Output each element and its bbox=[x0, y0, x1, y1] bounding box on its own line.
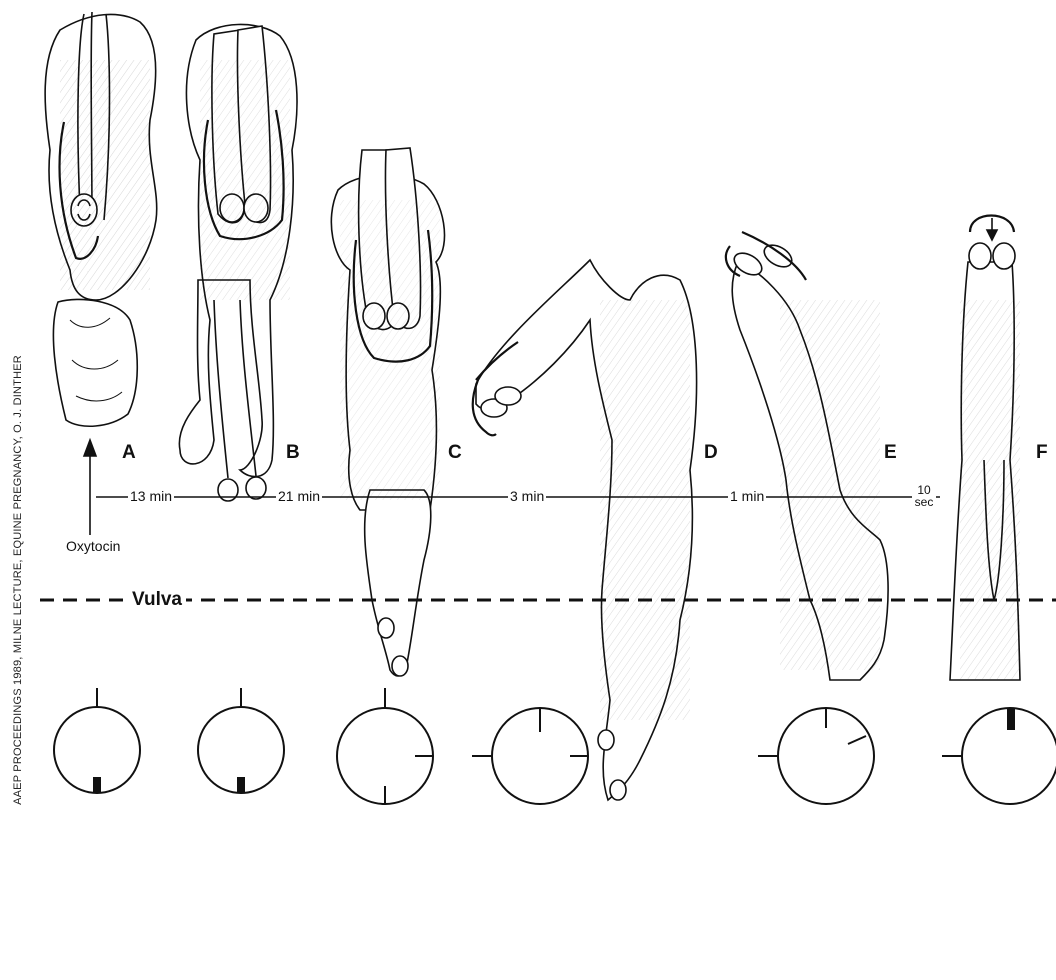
stage-label-f: F bbox=[1036, 442, 1048, 464]
interval-c-d: 3 min bbox=[508, 488, 546, 504]
diagram-drawing bbox=[0, 0, 1056, 812]
interval-a-b: 13 min bbox=[128, 488, 174, 504]
interval-e-f: 10 sec bbox=[912, 484, 936, 508]
position-circle-b bbox=[198, 688, 284, 793]
fetus-c-drawing bbox=[331, 148, 444, 676]
fetus-e-drawing bbox=[726, 232, 888, 680]
fetus-a-drawing bbox=[45, 12, 157, 426]
stage-label-e: E bbox=[884, 442, 897, 464]
stage-label-d: D bbox=[704, 442, 718, 464]
position-circle-a bbox=[54, 688, 140, 793]
interval-e-f-unit: sec bbox=[912, 496, 936, 508]
stage-label-c: C bbox=[448, 442, 462, 464]
fetus-b-drawing bbox=[179, 24, 297, 501]
fetus-d-drawing bbox=[473, 260, 697, 800]
fetus-f-drawing bbox=[950, 216, 1020, 681]
position-circle-d bbox=[472, 708, 588, 804]
interval-d-e: 1 min bbox=[728, 488, 766, 504]
oxytocin-label: Oxytocin bbox=[66, 538, 120, 554]
figure-source-caption: AAEP PROCEEDINGS 1989, MILNE LECTURE, EQ… bbox=[12, 180, 24, 980]
foaling-stages-diagram: AAEP PROCEEDINGS 1989, MILNE LECTURE, EQ… bbox=[0, 0, 1056, 812]
vulva-label: Vulva bbox=[128, 589, 186, 611]
interval-b-c: 21 min bbox=[276, 488, 322, 504]
position-circle-f bbox=[942, 708, 1056, 804]
position-circle-c bbox=[337, 688, 433, 804]
stage-label-b: B bbox=[286, 442, 300, 464]
oxytocin-arrow bbox=[84, 440, 96, 535]
position-circle-e bbox=[758, 708, 874, 804]
stage-label-a: A bbox=[122, 442, 136, 464]
